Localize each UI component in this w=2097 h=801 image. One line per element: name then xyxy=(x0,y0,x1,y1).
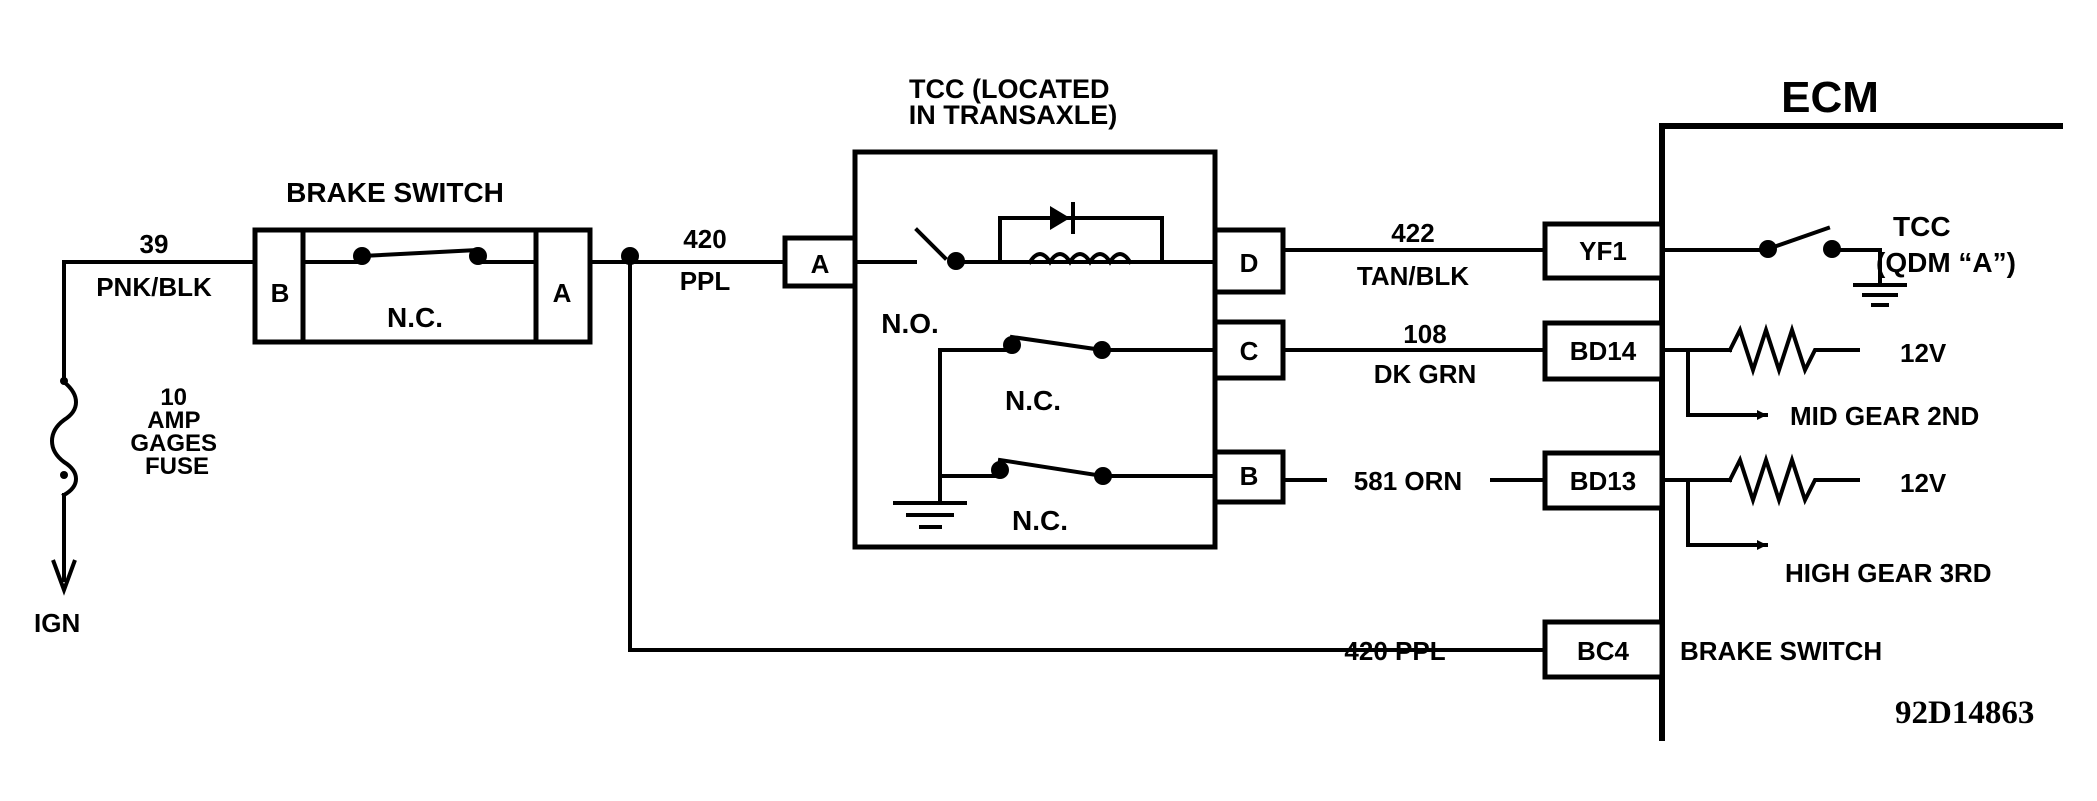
wire-422: 422 TAN/BLK xyxy=(1281,218,1547,291)
wire-420-ecm: 420 PPL xyxy=(1344,636,1547,666)
wire-108-color: DK GRN xyxy=(1374,359,1477,389)
wire-39: 39 PNK/BLK xyxy=(62,229,257,302)
ecm-high-gear-label: HIGH GEAR 3RD xyxy=(1785,558,1992,588)
ecm-mid-gear-label: MID GEAR 2ND xyxy=(1790,401,1979,431)
ecm-title: ECM xyxy=(1781,73,1879,122)
ecm-tcc-label: TCC (QDM “A”) xyxy=(1876,211,2016,278)
wire-108-number: 108 xyxy=(1403,319,1446,349)
ecm-brake-switch-label: BRAKE SWITCH xyxy=(1680,636,1882,666)
brake-switch: BRAKE SWITCH B A N.C. xyxy=(252,177,593,345)
tcc-title-line-1: TCC (LOCATED xyxy=(909,74,1109,104)
wire-581: 581 ORN xyxy=(1281,466,1547,496)
fuse-label-line-4: FUSE xyxy=(145,453,209,480)
ecm-ground-icon xyxy=(1853,283,1907,307)
ign-arrow xyxy=(51,559,77,596)
diode xyxy=(1050,206,1070,230)
wire-420: 420 PPL xyxy=(588,224,1479,652)
tcc-switch-nc-2-label: N.C. xyxy=(1012,505,1068,536)
tcc-pin-b: B xyxy=(1240,461,1259,491)
tcc-title: TCC (LOCATED IN TRANSAXLE) xyxy=(909,74,1118,130)
ecm-voltage-1: 12V xyxy=(1900,338,1947,368)
tcc-pin-c: C xyxy=(1240,336,1259,366)
brake-switch-pin-a: A xyxy=(553,278,572,308)
tcc-pin-a: A xyxy=(811,249,830,279)
wire-422-color: TAN/BLK xyxy=(1357,261,1469,291)
wire-581-label: 581 ORN xyxy=(1354,466,1462,496)
brake-switch-pin-b: B xyxy=(271,278,290,308)
wire-420-ecm-label: 420 PPL xyxy=(1344,636,1445,666)
tcc-module: TCC (LOCATED IN TRANSAXLE) A D C B N.O. xyxy=(782,74,1286,550)
wire-422-number: 422 xyxy=(1391,218,1434,248)
ecm-voltage-2: 12V xyxy=(1900,468,1947,498)
fuse-label-line-3: GAGES xyxy=(130,430,217,457)
wire-420-color: PPL xyxy=(680,266,731,296)
ecm-pin-bd14: BD14 xyxy=(1570,336,1637,366)
fuse-label: 10 AMP GAGES FUSE xyxy=(130,384,223,480)
ecm-pin-yf1: YF1 xyxy=(1579,236,1627,266)
wire-39-number: 39 xyxy=(140,229,169,259)
brake-switch-contact: N.C. xyxy=(387,302,443,333)
gages-fuse: IGN 10 AMP GAGES FUSE xyxy=(34,260,223,638)
ign-label: IGN xyxy=(34,608,80,638)
ecm: ECM YF1 BD14 BD13 BC4 TCC (QDM “A”) 12V xyxy=(1542,73,2063,741)
ecm-pin-bc4: BC4 xyxy=(1577,636,1630,666)
brake-switch-title: BRAKE SWITCH xyxy=(286,177,504,208)
fuse-label-line-1: 10 xyxy=(160,384,187,411)
ecm-tcc-label-line-2: (QDM “A”) xyxy=(1876,247,2016,278)
wire-108: 108 DK GRN xyxy=(1281,319,1547,389)
tcc-ground-icon xyxy=(893,501,967,529)
tcc-switch-no-label: N.O. xyxy=(881,308,939,339)
fuse-label-line-2: AMP xyxy=(147,407,200,434)
tcc-pin-d: D xyxy=(1240,248,1259,278)
ecm-tcc-label-line-1: TCC xyxy=(1893,211,1951,242)
tcc-switch-nc-1-label: N.C. xyxy=(1005,385,1061,416)
wire-420-number: 420 xyxy=(683,224,726,254)
wire-39-color: PNK/BLK xyxy=(96,272,212,302)
ecm-pin-bd13: BD13 xyxy=(1570,466,1636,496)
figure-id: 92D14863 xyxy=(1895,695,2034,731)
tcc-title-line-2: IN TRANSAXLE) xyxy=(909,100,1118,130)
